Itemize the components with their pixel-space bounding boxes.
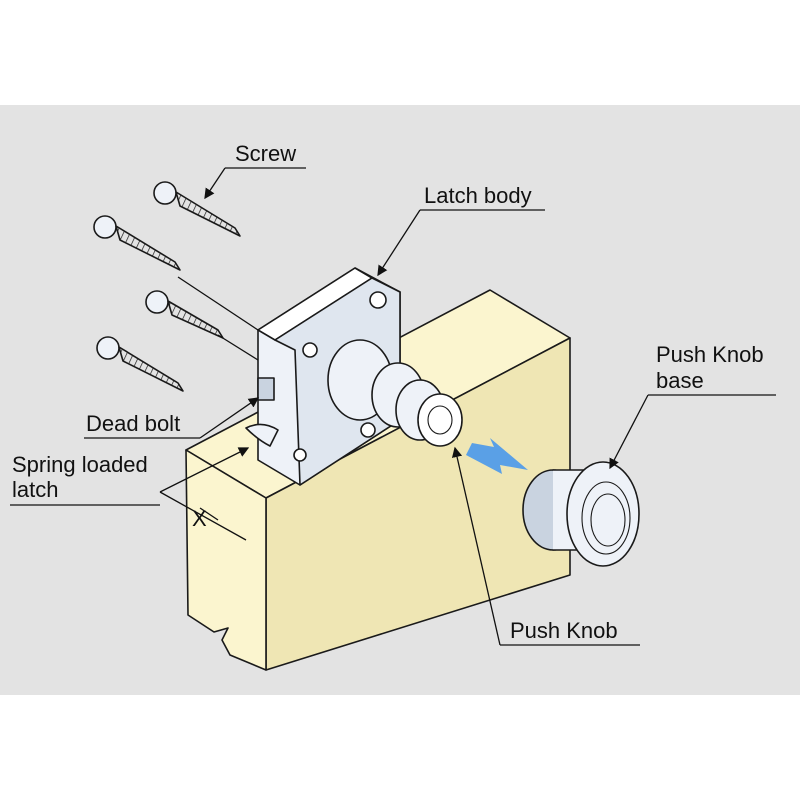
screw-label: Screw	[235, 141, 296, 166]
push-direction-arrow	[466, 438, 528, 474]
dead-bolt-label: Dead bolt	[86, 411, 180, 436]
screw-2	[93, 215, 181, 271]
push-knob-label: Push Knob	[510, 618, 618, 643]
push-knob-base-label-line1: Push Knob	[656, 342, 764, 367]
screw-4	[96, 336, 184, 392]
leader-lines	[10, 167, 776, 646]
spring-latch-label-line1: Spring loaded	[12, 452, 148, 477]
push-knob-base-label-line2: base	[656, 368, 704, 393]
screw-1	[153, 181, 241, 237]
spring-latch-label-line2: latch	[12, 477, 58, 502]
latch-body	[245, 267, 463, 486]
spring-latch	[245, 423, 279, 447]
dimension-x-label: X	[192, 506, 207, 531]
push-knob-base	[522, 461, 640, 567]
dead-bolt	[257, 377, 275, 401]
screw-3	[145, 290, 224, 339]
latch-body-label: Latch body	[424, 183, 532, 208]
